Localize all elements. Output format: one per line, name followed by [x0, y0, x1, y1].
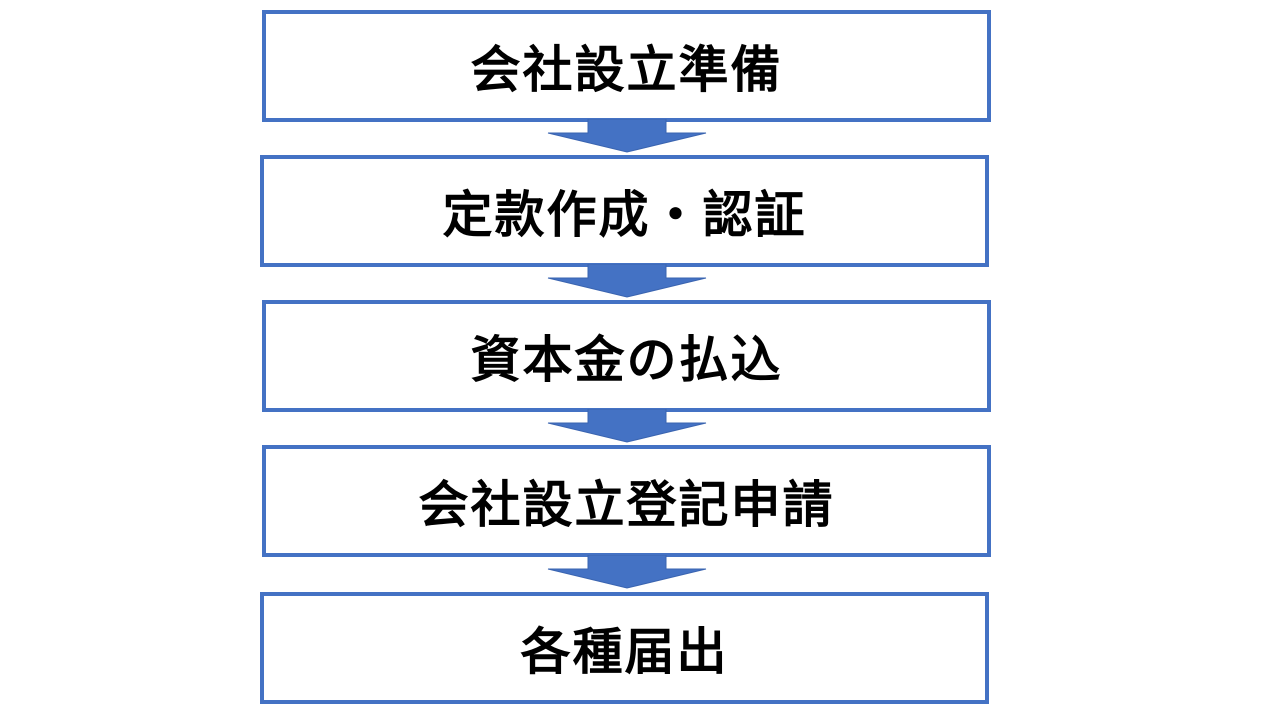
down-arrow-icon [547, 409, 707, 443]
step-box-3: 資本金の払込 [262, 300, 991, 412]
step-label: 会社設立登記申請 [418, 476, 835, 534]
step-box-1: 会社設立準備 [262, 10, 991, 122]
down-arrow-icon [547, 264, 707, 298]
step-label: 資本金の払込 [470, 331, 783, 389]
step-box-5: 各種届出 [260, 592, 989, 704]
step-box-2: 定款作成・認証 [260, 155, 989, 267]
step-label: 定款作成・認証 [442, 186, 807, 244]
step-label: 会社設立準備 [470, 41, 783, 99]
step-label: 各種届出 [520, 623, 729, 681]
down-arrow-icon [547, 555, 707, 589]
step-box-4: 会社設立登記申請 [262, 445, 991, 557]
down-arrow-icon [547, 119, 707, 153]
